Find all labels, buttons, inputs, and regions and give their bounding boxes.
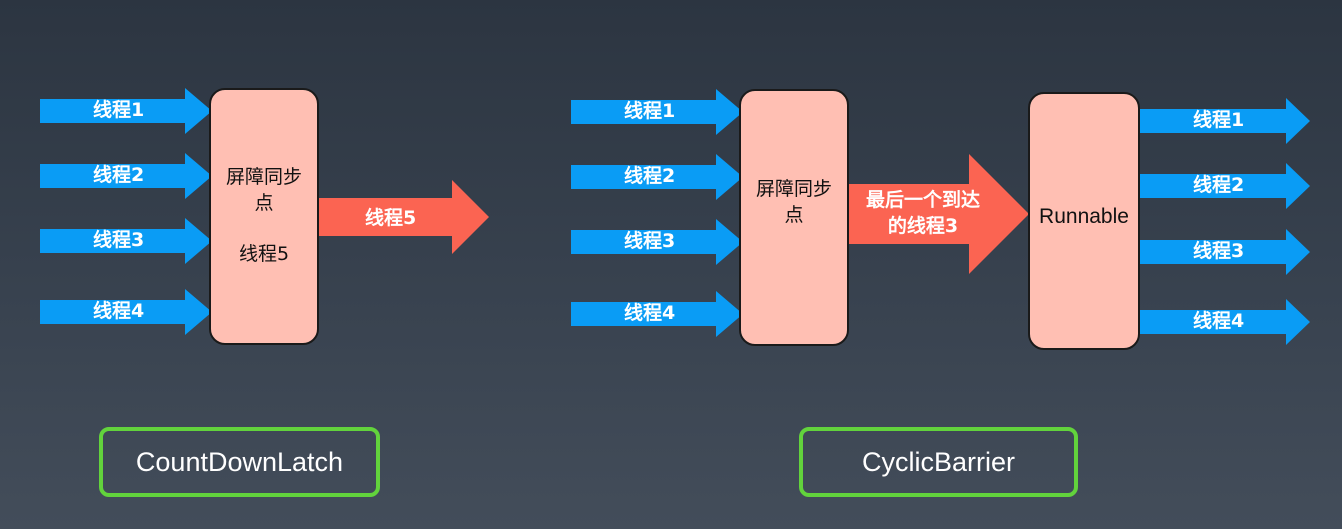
countdown-output-arrow: 线程5 <box>317 180 489 254</box>
cyclic-output-arrow-2: 线程2 <box>1140 163 1310 209</box>
arrow-right-icon <box>571 291 743 337</box>
arrow-right-icon <box>571 89 743 135</box>
countdown-output-label: 线程5 <box>365 207 417 229</box>
cyclic-arrival-label: 最后一个到达 的线程3 <box>865 189 980 237</box>
arrow-right-icon <box>40 289 212 335</box>
countdown-input-label-2: 线程2 <box>93 164 145 186</box>
arrow-right-icon <box>571 154 743 200</box>
runnable-label: Runnable <box>1039 204 1129 228</box>
cyclic-output-arrow-3: 线程3 <box>1140 229 1310 275</box>
cyclic-output-label-3: 线程3 <box>1193 240 1245 262</box>
cyclic-input-label-3: 线程3 <box>624 230 676 252</box>
cyclic-input-label-1: 线程1 <box>624 100 676 122</box>
cyclic-input-arrow-2: 线程2 <box>571 154 743 200</box>
countdown-input-label-3: 线程3 <box>93 229 145 251</box>
arrow-right-icon <box>847 154 1029 274</box>
arrow-right-icon <box>40 153 212 199</box>
cyclic-arrival-arrow: 最后一个到达 的线程3 <box>847 154 1029 274</box>
cyclic-input-arrow-1: 线程1 <box>571 89 743 135</box>
cyclic-output-label-2: 线程2 <box>1193 174 1245 196</box>
countdown-input-arrow-3: 线程3 <box>40 218 212 264</box>
arrow-right-icon <box>40 218 212 264</box>
cyclic-input-arrow-4: 线程4 <box>571 291 743 337</box>
arrow-right-icon <box>1140 299 1310 345</box>
cyclic-output-label-4: 线程4 <box>1193 310 1245 332</box>
cyclic-legend: CyclicBarrier <box>799 427 1078 497</box>
arrow-right-icon <box>1140 163 1310 209</box>
countdown-input-arrow-2: 线程2 <box>40 153 212 199</box>
cyclic-output-arrow-1: 线程1 <box>1140 98 1310 144</box>
countdown-barrier-box: 屏障同步 点 线程5 <box>209 88 319 345</box>
cyclic-input-label-4: 线程4 <box>624 302 676 324</box>
cyclic-output-arrow-4: 线程4 <box>1140 299 1310 345</box>
arrow-right-icon <box>40 88 212 134</box>
cyclic-input-label-2: 线程2 <box>624 165 676 187</box>
cyclic-barrier-box: 屏障同步 点 <box>739 89 849 346</box>
cyclic-input-arrow-3: 线程3 <box>571 219 743 265</box>
arrow-right-icon <box>1140 229 1310 275</box>
arrow-right-icon <box>571 219 743 265</box>
cyclic-output-label-1: 线程1 <box>1193 109 1245 131</box>
countdown-barrier-text: 屏障同步 点 线程5 <box>225 166 302 266</box>
countdown-input-label-1: 线程1 <box>93 99 145 121</box>
countdown-input-arrow-4: 线程4 <box>40 289 212 335</box>
countdown-input-arrow-1: 线程1 <box>40 88 212 134</box>
arrow-right-icon <box>317 180 489 254</box>
countdown-input-label-4: 线程4 <box>93 300 145 322</box>
cyclic-barrier-text: 屏障同步 点 <box>755 177 832 226</box>
runnable-box: Runnable <box>1028 92 1140 350</box>
countdown-legend: CountDownLatch <box>99 427 380 497</box>
arrow-right-icon <box>1140 98 1310 144</box>
